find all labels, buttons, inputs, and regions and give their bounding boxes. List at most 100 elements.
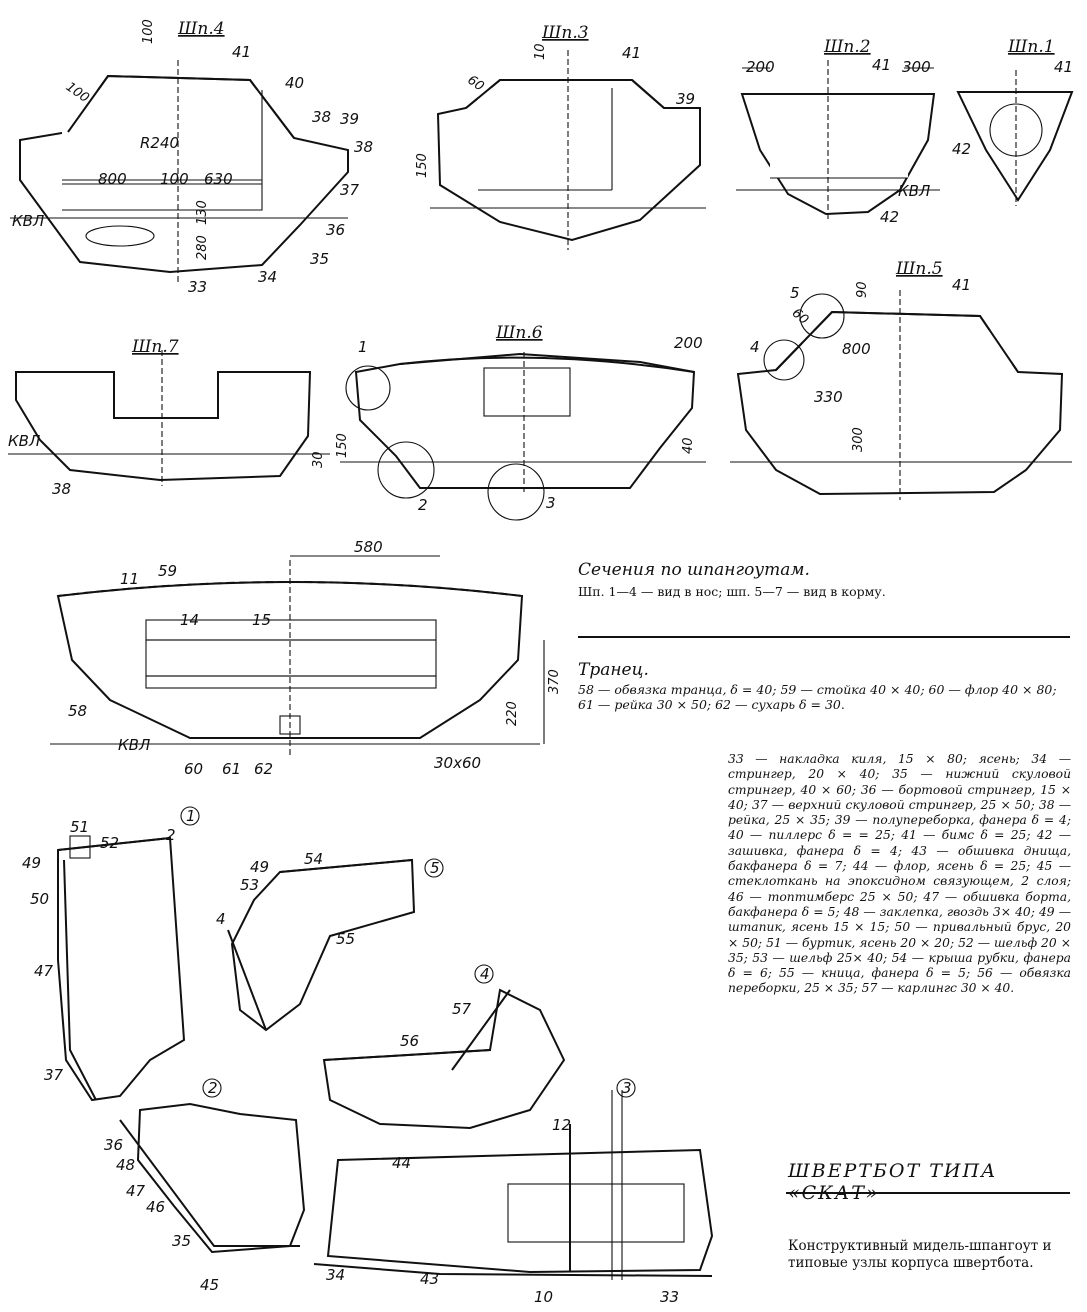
frame-1-title: Шп.1 [1007,37,1055,57]
svg-text:40: 40 [681,437,696,454]
svg-text:43: 43 [420,1270,439,1288]
svg-text:150: 150 [415,153,430,178]
svg-text:61: 61 [222,760,241,778]
svg-text:60: 60 [789,306,811,328]
frame-7-labels: 38 30 КВЛ [8,432,326,498]
svg-text:630: 630 [204,170,233,188]
svg-text:11: 11 [120,570,139,588]
parts-legend: 33 — накладка киля, 15 × 80; ясень; 34 —… [728,752,1071,996]
frame-3-title: Шп.3 [541,23,589,43]
svg-text:90: 90 [855,281,870,298]
svg-text:10: 10 [534,1288,553,1306]
svg-text:59: 59 [158,562,177,580]
svg-text:10: 10 [533,43,548,60]
frame-6-labels: 1 2 3 200 150 40 [335,334,703,514]
svg-text:44: 44 [392,1154,411,1172]
svg-text:КВЛ: КВЛ [12,212,44,230]
svg-text:51: 51 [70,818,89,836]
svg-text:34: 34 [326,1266,345,1284]
detail-5-labels: 5 49 54 53 4 55 [216,850,440,948]
svg-text:41: 41 [232,43,251,61]
svg-text:42: 42 [952,140,971,158]
svg-text:38: 38 [52,480,71,498]
svg-text:54: 54 [304,850,323,868]
detail-1-labels: 1 51 52 2 49 50 47 37 [22,807,196,1084]
svg-text:КВЛ: КВЛ [898,182,930,200]
svg-text:45: 45 [200,1276,219,1294]
svg-text:200: 200 [674,334,703,352]
svg-text:1: 1 [186,807,196,825]
svg-text:5: 5 [430,859,440,877]
detail-3 [313,1078,714,1280]
svg-text:41: 41 [622,44,641,62]
detail-2-labels: 2 36 48 47 46 35 45 [104,1079,219,1294]
svg-text:50: 50 [30,890,49,908]
svg-text:5: 5 [790,284,800,302]
svg-text:36: 36 [104,1136,123,1154]
svg-text:12: 12 [552,1116,571,1134]
svg-text:33: 33 [188,278,207,296]
transom-text: 58 — обвязка транца, δ = 40; 59 — стойка… [578,682,1057,712]
frame-6-title: Шп.6 [495,323,543,343]
svg-text:2: 2 [166,826,176,844]
svg-text:60: 60 [184,760,203,778]
frame-5-title: Шп.5 [895,259,943,279]
svg-text:39: 39 [676,90,695,108]
transom-heading: Транец. [578,660,649,680]
svg-text:280: 280 [195,235,210,260]
frame-4-title: Шп.4 [177,19,225,39]
svg-text:4: 4 [480,965,490,983]
svg-text:58: 58 [68,702,87,720]
svg-text:4: 4 [216,910,226,928]
svg-text:1: 1 [358,338,368,356]
svg-text:100: 100 [141,19,156,44]
svg-text:330: 330 [814,388,843,406]
frame-1-labels: 41 42 [952,58,1073,158]
frame-2-title: Шп.2 [823,37,871,57]
detail-4-labels: 4 57 56 [400,965,490,1050]
svg-text:49: 49 [22,854,41,872]
svg-text:800: 800 [98,170,127,188]
svg-text:150: 150 [335,433,350,458]
svg-text:15: 15 [252,611,271,629]
svg-text:2: 2 [418,496,428,514]
svg-text:33: 33 [660,1288,679,1306]
svg-text:48: 48 [116,1156,135,1174]
frame-4-section [10,60,349,285]
svg-text:30: 30 [311,451,326,468]
transom-labels: 11 59 14 15 58 60 61 62 580 370 220 30x6… [68,538,562,778]
frame-4-labels: 41 40 38 39 38 37 36 35 34 33 100 100 R2… [12,19,373,296]
svg-text:300: 300 [902,58,931,76]
svg-text:580: 580 [354,538,383,556]
svg-text:41: 41 [872,56,891,74]
detail-4 [322,964,566,1130]
svg-text:57: 57 [452,1000,472,1018]
svg-text:47: 47 [34,962,54,980]
svg-text:40: 40 [285,74,304,92]
svg-text:35: 35 [310,250,329,268]
frame-2-labels: 41 42 200 300 КВЛ [746,56,931,226]
svg-text:370: 370 [547,669,562,694]
svg-text:2: 2 [208,1079,218,1097]
transom-section [50,555,545,758]
svg-text:КВЛ: КВЛ [118,736,150,754]
frame-7-title: Шп.7 [131,337,179,357]
svg-text:49: 49 [250,858,269,876]
svg-text:46: 46 [146,1198,165,1216]
svg-text:14: 14 [180,611,199,629]
svg-text:130: 130 [195,200,210,225]
svg-text:34: 34 [258,268,277,286]
sections-heading: Сечения по шпангоутам. [578,560,810,580]
svg-text:37: 37 [44,1066,64,1084]
detail-3-labels: 3 12 44 34 43 10 33 [326,1079,679,1306]
svg-text:300: 300 [851,427,866,452]
svg-text:200: 200 [746,58,775,76]
svg-text:КВЛ: КВЛ [8,432,40,450]
svg-text:30x60: 30x60 [434,754,481,772]
sections-text: Шп. 1—4 — вид в нос; шп. 5—7 — вид в кор… [578,584,886,599]
frame-6-section [340,352,706,521]
frame-1-section [956,70,1074,206]
svg-text:35: 35 [172,1232,191,1250]
detail-1 [57,806,200,1102]
svg-text:R240: R240 [140,134,179,152]
